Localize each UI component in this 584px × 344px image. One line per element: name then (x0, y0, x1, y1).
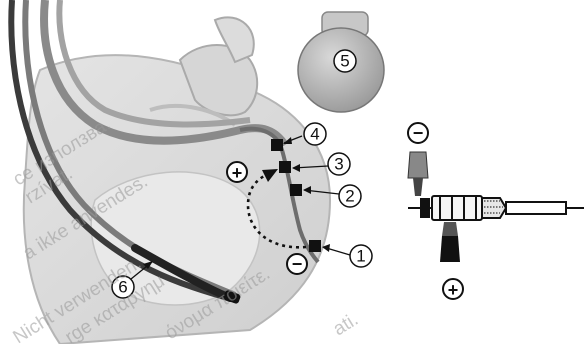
pacing-minus-marker: − (287, 254, 307, 274)
callout-1: 1 (322, 244, 372, 267)
positive-probe-label: + (448, 280, 459, 300)
lead-connector-test (408, 196, 584, 220)
pacing-plus-marker: + (227, 162, 247, 183)
watermark-line-7: ati. (330, 309, 363, 340)
plus-label: + (232, 163, 243, 183)
callout-2-label: 2 (345, 187, 354, 206)
electrode-1 (309, 240, 321, 252)
electrode-3 (279, 161, 291, 173)
negative-probe-clip: − (408, 123, 428, 196)
positive-probe-clip: + (440, 222, 463, 300)
negative-probe-label: − (413, 123, 424, 143)
callout-3-label: 3 (334, 155, 343, 174)
callout-4-label: 4 (310, 125, 319, 144)
callout-5: 5 (334, 50, 356, 72)
callout-5-label: 5 (340, 52, 349, 71)
electrode-2 (290, 184, 302, 196)
minus-label: − (292, 254, 303, 274)
callout-1-label: 1 (356, 247, 365, 266)
electrode-4 (271, 139, 283, 151)
